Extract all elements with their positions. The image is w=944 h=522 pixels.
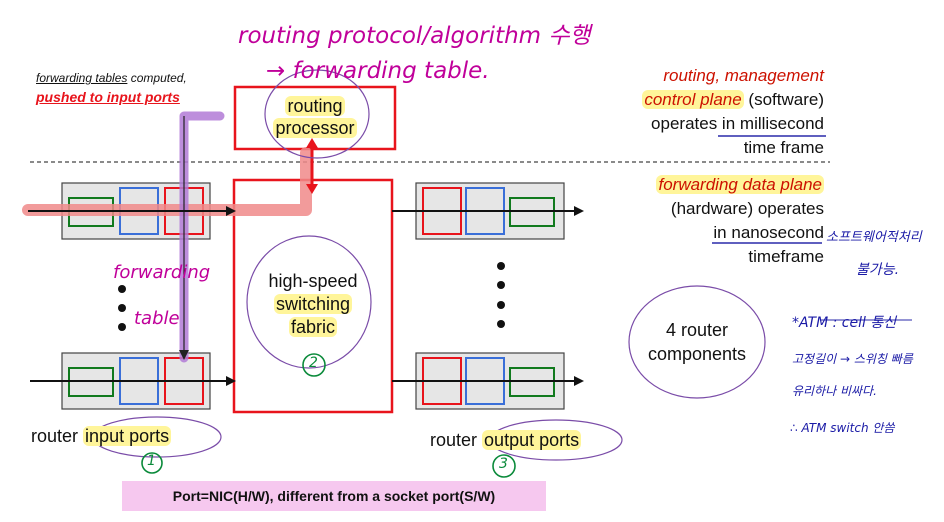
handwritten-forwarding-side: forwarding xyxy=(113,262,211,283)
routing-processor-label: routing processor xyxy=(235,95,395,139)
control-plane-word: control plane xyxy=(642,90,744,109)
pushed-to-input-ports-label: pushed to input ports xyxy=(36,89,180,105)
routing-processor-line2: processor xyxy=(273,118,357,138)
processor-circle xyxy=(264,69,370,159)
flow-in-bottom-arrowhead xyxy=(226,376,236,386)
router-input-prefix: router xyxy=(31,426,79,446)
router-components-label: 4 router components xyxy=(629,318,765,366)
flow-in-top-arrowhead xyxy=(226,206,236,216)
output-ellipsis-dot xyxy=(497,301,505,309)
handwritten-nano-note-1: 소프트웨어적처리 xyxy=(826,230,922,245)
flow-out-top-arrowhead xyxy=(574,206,584,216)
operates-in-word: operates in xyxy=(651,114,736,133)
number-label-3: 3 xyxy=(499,456,508,472)
fabric-circle xyxy=(246,235,372,369)
number-circle-3 xyxy=(492,454,516,478)
in-word: in xyxy=(713,223,727,242)
router-output-ports-label: router output ports xyxy=(430,430,582,451)
computed-text: computed, xyxy=(127,71,187,85)
forwarding-tables-text: forwarding tables xyxy=(36,71,128,85)
number-circle-2 xyxy=(302,353,326,377)
nanosecond-word: nanosecond xyxy=(731,223,824,242)
switching-fabric-label: high-speed switching fabric xyxy=(234,270,392,339)
forwarding-data-plane-word: forwarding data plane xyxy=(656,175,824,194)
hardware-word: (hardware) operates xyxy=(670,199,824,218)
control-plane-description: routing, management control plane (softw… xyxy=(642,64,824,160)
timeframe-word: timeframe xyxy=(748,247,824,266)
router-output-prefix: router xyxy=(430,430,478,450)
handwritten-atm-4: ∴ ATM switch 안씀 xyxy=(790,421,895,435)
management-word: , management xyxy=(715,66,824,85)
fabric-line3: fabric xyxy=(288,317,337,337)
output-ports-word: output ports xyxy=(482,430,582,450)
number-label-1: 1 xyxy=(147,453,156,469)
input-ellipsis-dot xyxy=(118,285,126,293)
processor-fabric-arrow-down xyxy=(306,184,318,194)
input-ellipsis-dot xyxy=(118,304,126,312)
handwritten-nano-note-2: 불가능. xyxy=(856,262,900,278)
input-ports-word: input ports xyxy=(83,426,172,446)
flow-out-bottom-arrowhead xyxy=(574,376,584,386)
components-circle xyxy=(628,285,766,399)
table-push-arrowhead xyxy=(179,350,189,360)
output-ellipsis-dot xyxy=(497,262,505,270)
router-input-ports-label: router input ports xyxy=(31,426,172,447)
millisecond-word: millisecond xyxy=(739,114,824,133)
number-circle-1 xyxy=(141,452,163,474)
software-word: (software) xyxy=(748,90,824,109)
port-note-box: Port=NIC(H/W), different from a socket p… xyxy=(122,481,546,511)
fabric-line2: switching xyxy=(273,294,353,314)
handwritten-forwarding-table: → forwarding table. xyxy=(266,58,490,84)
handwritten-atm-2: 고정길이 → 스위칭 빠름 xyxy=(792,352,913,366)
handwritten-table-side: table xyxy=(134,308,180,329)
processor-fabric-arrow-up xyxy=(306,138,318,148)
data-plane-description: forwarding data plane (hardware) operate… xyxy=(656,173,824,269)
time-frame-word: time frame xyxy=(743,138,824,157)
routing-word: routing xyxy=(663,66,716,85)
input-ellipsis-dot xyxy=(118,323,126,331)
components-line2: components xyxy=(647,344,747,364)
handwritten-atm-1: *ATM : cell 통신 xyxy=(792,315,897,331)
output-ellipsis-dot xyxy=(497,281,505,289)
components-line1: 4 router xyxy=(665,320,729,340)
routing-processor-line1: routing xyxy=(285,96,345,116)
fabric-line1: high-speed xyxy=(268,271,358,291)
output-ellipsis-dot xyxy=(497,320,505,328)
handwritten-atm-3: 유리하나 비싸다. xyxy=(792,384,877,398)
handwritten-routing-protocol: routing protocol/algorithm 수행 xyxy=(238,23,591,49)
number-label-2: 2 xyxy=(309,355,318,371)
forwarding-tables-computed-label: forwarding tables computed, xyxy=(36,71,187,85)
